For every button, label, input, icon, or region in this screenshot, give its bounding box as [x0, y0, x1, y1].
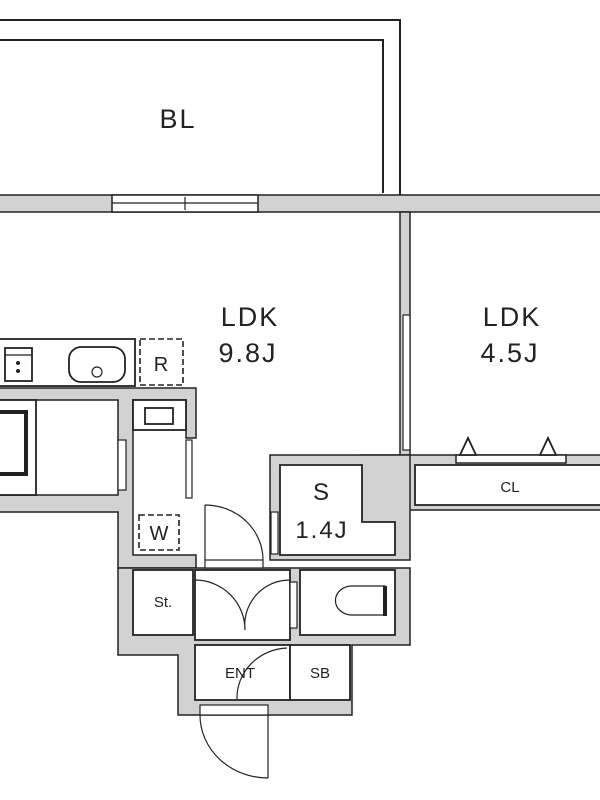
- washer-space: [138, 514, 180, 551]
- front-door-swing: [199, 714, 269, 779]
- shoe-box[interactable]: [289, 644, 351, 701]
- entrance-hall[interactable]: [194, 644, 291, 701]
- storage-door[interactable]: [270, 511, 279, 555]
- ldk-main-label: LDK: [221, 302, 280, 332]
- hall: [194, 569, 291, 641]
- wash-room-door[interactable]: [185, 439, 193, 499]
- fridge-space: [139, 338, 184, 386]
- kitchen-counter: [0, 338, 136, 387]
- toilet-tank: [383, 586, 387, 616]
- basin-bowl: [144, 407, 174, 425]
- entrance-label: ENT: [225, 665, 255, 682]
- balcony: BL: [0, 19, 401, 195]
- store-room[interactable]: [132, 569, 194, 636]
- sink-icon: [68, 346, 126, 383]
- closet-door-rail[interactable]: [455, 454, 567, 464]
- closet[interactable]: [414, 464, 600, 506]
- ldk-side-size: 4.5J: [480, 338, 539, 368]
- storage-room[interactable]: [279, 464, 396, 556]
- storage-size: 1.4J: [295, 517, 348, 544]
- fridge-label: R: [154, 354, 168, 376]
- balcony-window: [111, 194, 259, 213]
- toilet-icon: [334, 585, 386, 616]
- toilet-room[interactable]: [299, 569, 396, 636]
- closet-door-marker: [538, 435, 558, 456]
- toilet-door[interactable]: [289, 581, 298, 629]
- bathtub: [0, 410, 28, 476]
- exterior-wall: [0, 194, 600, 213]
- double-door-swing[interactable]: [194, 579, 291, 631]
- ldk-side-label: LDK: [483, 302, 542, 332]
- store-label: St.: [154, 594, 172, 611]
- front-door[interactable]: [199, 704, 269, 716]
- shoe-box-label: SB: [310, 665, 330, 682]
- storage-label: S: [313, 479, 331, 506]
- balcony-label: BL: [159, 104, 196, 134]
- ldk-door[interactable]: [204, 559, 264, 569]
- sliding-door[interactable]: [402, 314, 411, 451]
- ldk-main-size: 9.8J: [218, 338, 277, 368]
- ldk-door-swing: [204, 504, 264, 561]
- closet-label: CL: [500, 479, 519, 496]
- inner-door-swing: [236, 647, 288, 700]
- closet-door-marker: [458, 435, 478, 456]
- bathroom-door[interactable]: [117, 439, 127, 491]
- washer-label: W: [150, 523, 169, 545]
